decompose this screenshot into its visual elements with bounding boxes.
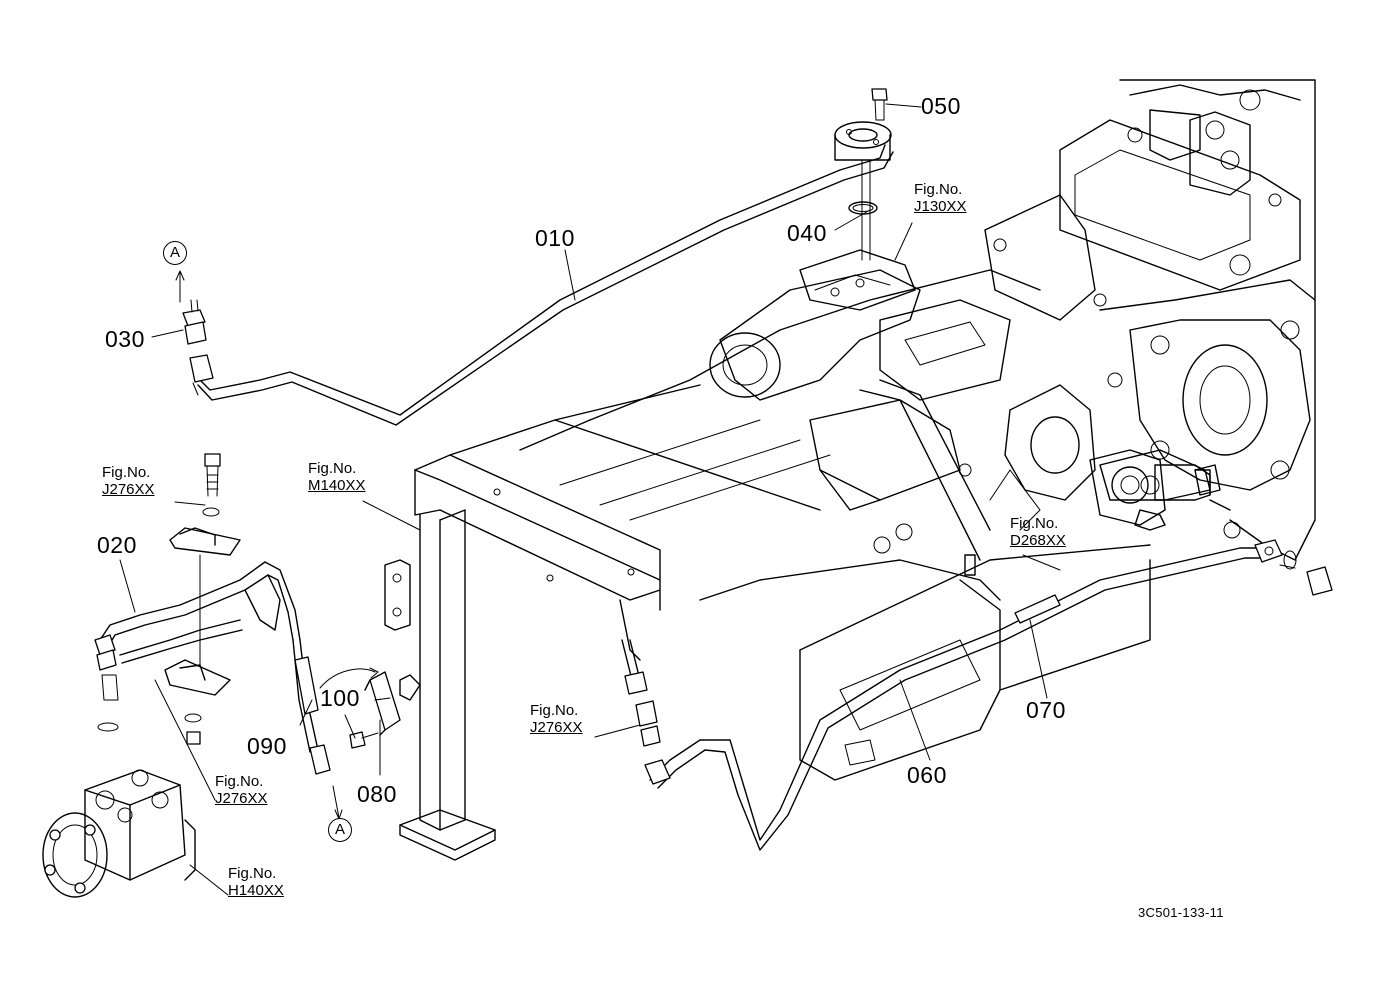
part-label-030: 030 (105, 326, 145, 352)
steering-valve (42, 769, 196, 898)
fig-ref-h140xx[interactable]: Fig.No. H140XX (228, 865, 284, 899)
fig-ref-prefix: Fig.No. (228, 865, 277, 882)
fig-ref-j276xx-lower[interactable]: Fig.No. J276XX (215, 773, 268, 807)
part-label-070: 070 (1026, 697, 1066, 723)
leader-lines (119, 103, 1061, 896)
bolt-100 (349, 731, 379, 749)
rotation-arrow-head (369, 667, 379, 679)
fig-ref-code: J276XX (102, 481, 155, 498)
fig-ref-prefix: Fig.No. (530, 702, 579, 719)
fig-ref-code: D268XX (1010, 532, 1066, 549)
fig-ref-code: H140XX (228, 882, 284, 899)
part-label-050: 050 (921, 93, 961, 119)
fig-ref-prefix: Fig.No. (914, 181, 963, 198)
fig-ref-prefix: Fig.No. (308, 460, 357, 477)
engine-block (984, 79, 1316, 561)
fig-ref-code: J276XX (530, 719, 583, 736)
part-label-090: 090 (247, 733, 287, 759)
part-label-040: 040 (787, 220, 827, 246)
part-label-020: 020 (97, 532, 137, 558)
connection-marker-a-top: A (163, 241, 187, 265)
pipe-060 (644, 539, 1283, 851)
fig-ref-m140xx[interactable]: Fig.No. M140XX (308, 460, 366, 494)
banjo-bolt (1279, 550, 1333, 596)
fig-ref-code: M140XX (308, 477, 366, 494)
fig-ref-prefix: Fig.No. (102, 464, 151, 481)
clamp-080 (364, 671, 401, 736)
document-id: 3C501-133-11 (1138, 905, 1224, 920)
fittings-060 (621, 639, 661, 747)
fig-ref-j130xx[interactable]: Fig.No. J130XX (914, 181, 967, 215)
part-label-060: 060 (907, 762, 947, 788)
fig-ref-prefix: Fig.No. (1010, 515, 1059, 532)
rotation-arrow (319, 668, 376, 689)
steering-pump (1089, 449, 1211, 531)
fig-ref-code: J130XX (914, 198, 967, 215)
fig-ref-d268xx[interactable]: Fig.No. D268XX (1010, 515, 1066, 549)
bolt-050 (871, 88, 888, 121)
marker-a-bottom-arrow (332, 785, 340, 819)
clamp-plates (97, 453, 241, 745)
fig-ref-prefix: Fig.No. (215, 773, 264, 790)
frame-bracket (384, 379, 991, 861)
part-label-010: 010 (535, 225, 575, 251)
fig-ref-j276xx-middle[interactable]: Fig.No. J276XX (530, 702, 583, 736)
connection-marker-a-bottom: A (328, 818, 352, 842)
pipe-010 (194, 121, 894, 426)
o-ring-040 (848, 201, 878, 215)
fig-ref-j276xx-upper[interactable]: Fig.No. J276XX (102, 464, 155, 498)
adaptor-030 (182, 299, 214, 396)
part-label-100: 100 (320, 685, 360, 711)
transmission-case (519, 249, 1151, 781)
hose-070 (1014, 594, 1061, 624)
fig-ref-code: J276XX (215, 790, 268, 807)
marker-a-top-arrowhead (175, 270, 185, 281)
part-label-080: 080 (357, 781, 397, 807)
